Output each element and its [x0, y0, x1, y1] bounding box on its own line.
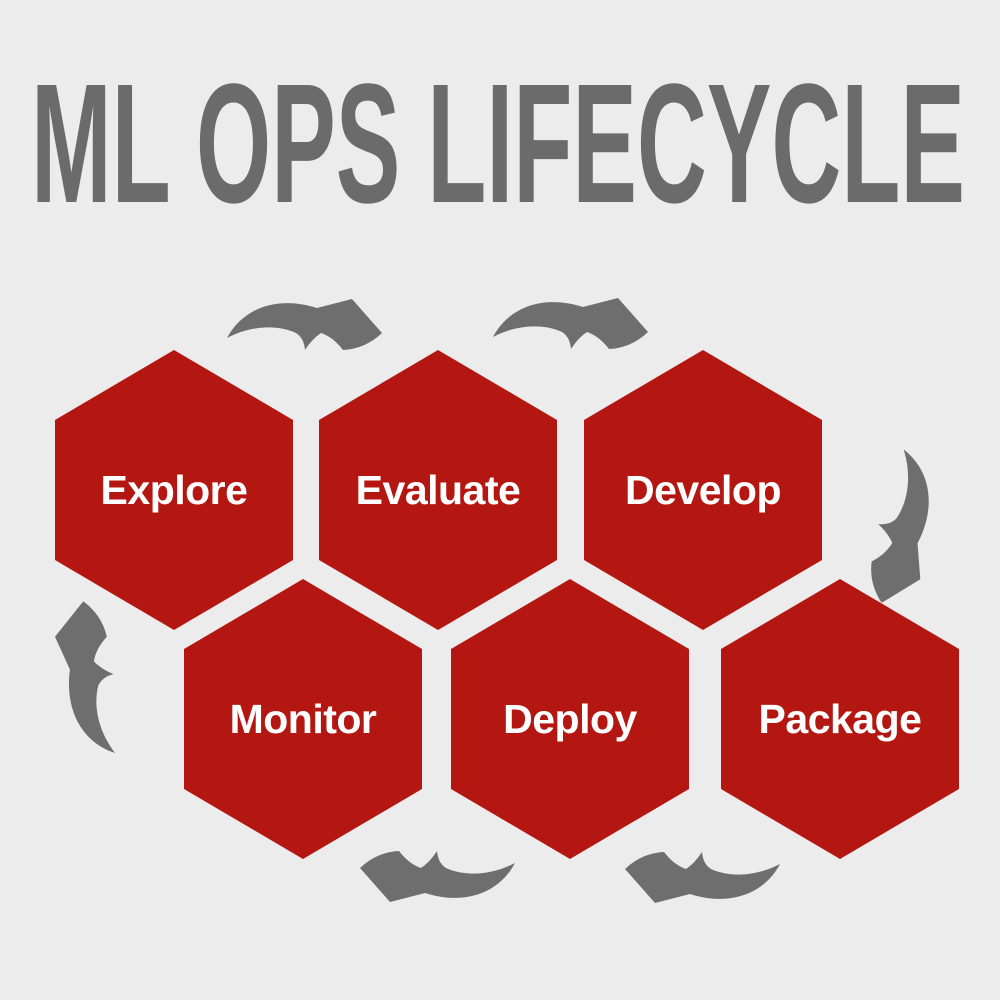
hexagon-package: Package: [721, 579, 959, 859]
hexagon-label: Deploy: [503, 695, 637, 742]
hexagon-label: Develop: [625, 466, 782, 513]
arrow-package-to-deploy-icon: [623, 851, 783, 909]
arrow-develop-to-package-icon: [864, 444, 949, 612]
arrow-evaluate-to-develop-icon: [490, 292, 650, 350]
arrow-explore-to-evaluate-icon: [224, 293, 384, 351]
hexagon-label: Package: [758, 695, 922, 742]
hexagon-explore: Explore: [55, 350, 293, 630]
hexagon-deploy: Deploy: [451, 579, 689, 859]
hexagon-monitor: Monitor: [184, 579, 422, 859]
hexagon-label: Monitor: [229, 695, 377, 742]
arrow-monitor-to-explore-icon: [44, 596, 129, 764]
page-title-text: ML OPS LIFECYCLE: [31, 49, 965, 239]
page-title: ML OPS LIFECYCLE: [31, 49, 965, 239]
hexagon-develop: Develop: [584, 350, 822, 630]
hexagon-label: Evaluate: [355, 466, 521, 513]
arrow-deploy-to-monitor-icon: [358, 850, 518, 908]
hexagon-evaluate: Evaluate: [319, 350, 557, 630]
hexagon-label: Explore: [100, 466, 248, 513]
